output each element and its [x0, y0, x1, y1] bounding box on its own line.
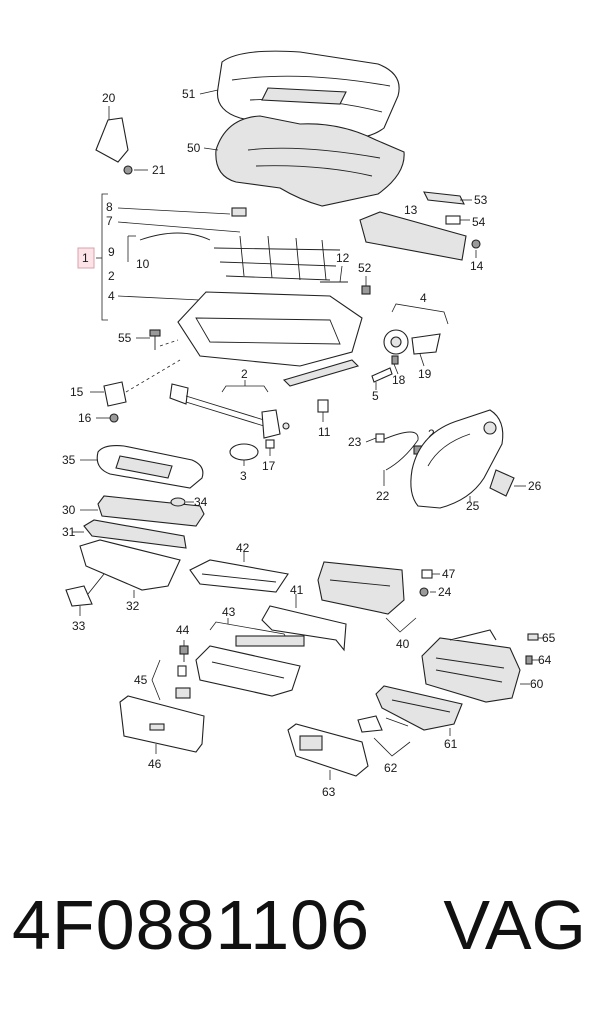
callout-9: 9 [108, 245, 115, 259]
part-tray-42 [189, 552, 289, 593]
callout-60: 60 [530, 677, 544, 691]
callout-19: 19 [418, 367, 432, 381]
callout-54: 54 [472, 215, 486, 229]
callout-55: 55 [118, 331, 132, 345]
callout-22: 22 [376, 489, 390, 503]
group-1-highlight [77, 247, 95, 269]
callout-65: 65 [542, 631, 556, 645]
callout-35: 35 [62, 453, 76, 467]
callout-63: 63 [322, 785, 336, 799]
callout-24b: 24 [438, 585, 452, 599]
part-front-panel-46 [119, 695, 205, 754]
part-recliner-group [371, 303, 449, 390]
part-trim-13 [359, 191, 481, 261]
part-lever-15 [90, 359, 181, 423]
part-cushion-35 [80, 445, 204, 489]
callout-10: 10 [136, 257, 150, 271]
part-screw-55 [136, 329, 179, 350]
callout-5: 5 [372, 389, 379, 403]
part-cable-22 [365, 431, 427, 486]
callout-26: 26 [528, 479, 542, 493]
part-height-adjuster [169, 380, 290, 456]
part-bracket-41 [261, 594, 347, 652]
part-springs [139, 207, 341, 281]
part-side-panel-25 [410, 409, 526, 509]
callout-34: 34 [194, 495, 208, 509]
callout-42: 42 [236, 541, 250, 555]
callout-2b: 2 [241, 367, 248, 381]
callout-4a: 4 [108, 289, 115, 303]
callout-30: 30 [62, 503, 76, 517]
part-screw-52 [361, 276, 371, 295]
group-bracket-1 [96, 193, 241, 321]
callout-15: 15 [70, 385, 84, 399]
callout-1: 1 [82, 251, 89, 265]
callout-7: 7 [106, 214, 113, 228]
callout-14: 14 [470, 259, 484, 273]
callout-12: 12 [336, 251, 350, 265]
part-seat-foam [203, 115, 405, 207]
brand-label: VAG [443, 886, 586, 964]
callout-61: 61 [444, 737, 458, 751]
part-number: 4F0881106 [12, 886, 371, 964]
callout-46: 46 [148, 757, 162, 771]
part-drawer-43 [195, 618, 305, 697]
callout-8: 8 [106, 200, 113, 214]
callout-64: 64 [538, 653, 552, 667]
callout-62: 62 [384, 761, 398, 775]
callout-21: 21 [152, 163, 166, 177]
part-cap-3 [229, 443, 259, 466]
callout-4b: 4 [420, 291, 427, 305]
part-bracket-20 [95, 106, 148, 175]
callout-41: 41 [290, 583, 304, 597]
callout-52: 52 [358, 261, 372, 275]
callout-16: 16 [78, 411, 92, 425]
callout-25: 25 [466, 499, 480, 513]
callout-33: 33 [72, 619, 86, 633]
part-fasteners-45 [151, 640, 191, 701]
callout-3: 3 [240, 469, 247, 483]
part-clip-11 [317, 399, 329, 422]
part-seat-frame [177, 281, 363, 387]
seat-exploded-diagram: 51 50 20 21 1 8 7 9 10 2 4 [62, 50, 556, 799]
callout-20: 20 [102, 91, 116, 105]
callout-18: 18 [392, 373, 406, 387]
callout-51: 51 [182, 87, 196, 101]
part-storage-60 [421, 629, 544, 703]
part-front-panel-63 [287, 723, 369, 780]
callout-31: 31 [62, 525, 76, 539]
callout-11: 11 [318, 425, 331, 439]
part-drawer-housing-40 [317, 561, 440, 633]
part-storage-61 [357, 685, 463, 757]
callout-53: 53 [474, 193, 488, 207]
callout-32: 32 [126, 599, 140, 613]
callout-43: 43 [222, 605, 236, 619]
callout-50: 50 [187, 141, 201, 155]
part-extension-frame [65, 495, 205, 616]
callout-40: 40 [396, 637, 410, 651]
callout-47: 47 [442, 567, 456, 581]
callout-2a: 2 [108, 269, 115, 283]
callout-13: 13 [404, 203, 418, 217]
callout-23: 23 [348, 435, 362, 449]
callout-17: 17 [262, 459, 276, 473]
callout-45: 45 [134, 673, 148, 687]
callout-44: 44 [176, 623, 190, 637]
